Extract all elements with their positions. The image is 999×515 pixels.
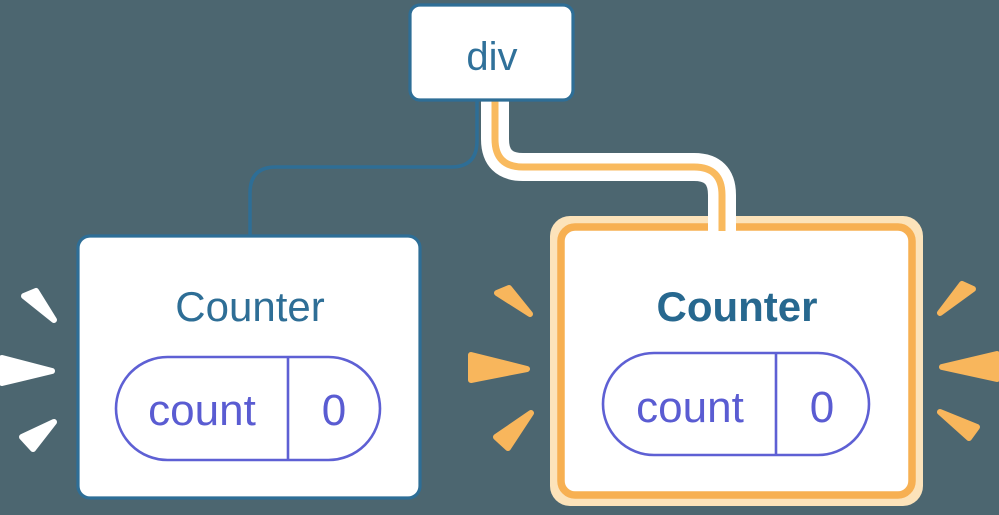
edge-root-to-left-counter [248, 99, 479, 238]
sparks-orange-right-icon [937, 281, 999, 441]
spark-icon [939, 351, 999, 382]
counter-title-right: Counter [657, 283, 818, 330]
spark-icon [494, 285, 533, 317]
spark-icon [0, 355, 55, 386]
edge-highlight-line [491, 99, 726, 231]
root-node-label: div [466, 35, 517, 79]
state-key-right: count [636, 383, 744, 432]
edge-root-to-right-counter [481, 99, 736, 231]
root-node-box [408, 3, 575, 102]
spark-icon [21, 288, 57, 323]
spark-icon [468, 352, 530, 383]
state-pill-left-outline [114, 355, 382, 462]
state-pill-left: count 0 [114, 355, 382, 462]
state-value-right: 0 [810, 383, 834, 432]
state-pill-right-outline [601, 351, 871, 457]
spark-icon [937, 281, 976, 316]
counter-node-left: Counter count 0 [76, 234, 422, 500]
state-key-left: count [148, 386, 256, 435]
sparks-white-left-icon [0, 288, 57, 452]
root-node: div [408, 3, 575, 102]
state-pill-right: count 0 [601, 351, 871, 457]
spark-icon [19, 419, 57, 452]
counter-node-right-content: Counter count 0 [601, 283, 871, 457]
spark-icon [493, 410, 534, 451]
sparks-orange-left-icon [468, 285, 534, 451]
counter-title-left: Counter [175, 283, 324, 330]
spark-icon [937, 409, 980, 441]
state-value-left: 0 [322, 386, 346, 435]
